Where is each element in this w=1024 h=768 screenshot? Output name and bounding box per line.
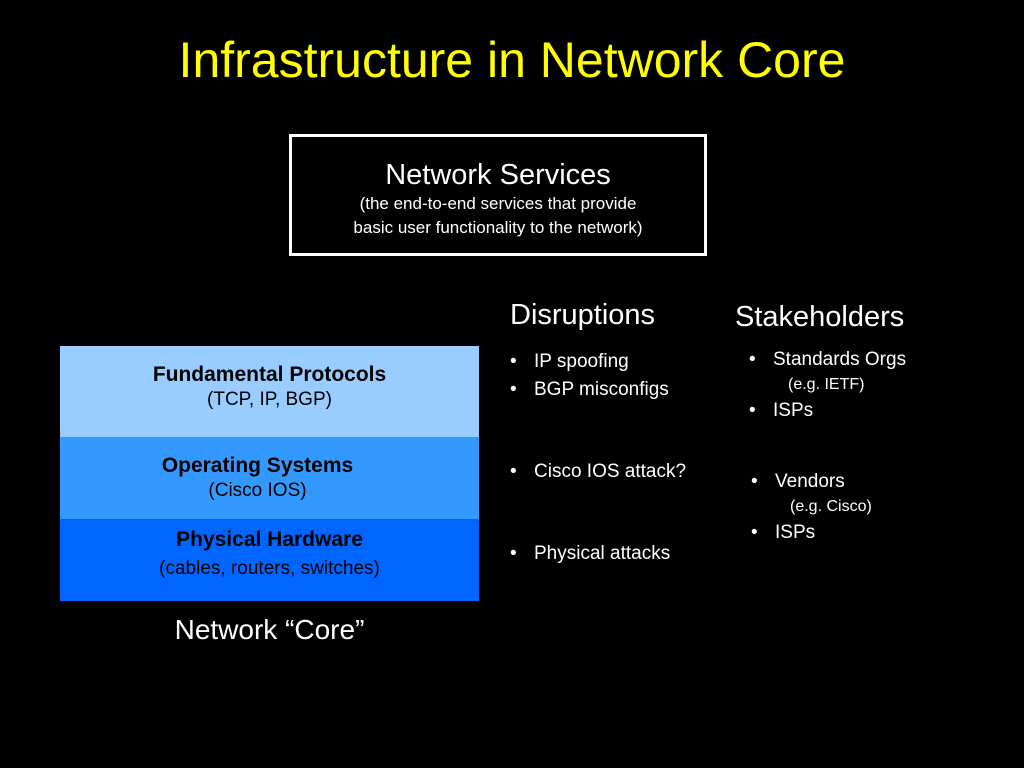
stakeholder-note: (e.g. Cisco)	[790, 498, 872, 515]
bullet-icon: •	[510, 543, 517, 564]
bullet-icon: •	[749, 349, 756, 370]
layer-name: Fundamental Protocols	[152, 363, 387, 386]
layer-detail: (cables, routers, switches)	[159, 558, 380, 579]
bullet-icon: •	[510, 379, 517, 400]
layer-name: Physical Hardware	[176, 528, 363, 551]
stakeholders-heading: Stakeholders	[735, 301, 905, 333]
network-services-desc-line2: basic user functionality to the network)	[353, 218, 643, 237]
bullet-icon: •	[751, 471, 758, 492]
network-core-label: Network “Core”	[174, 614, 365, 645]
disruption-item: •IP spoofing	[510, 351, 629, 372]
stakeholder-item: •Vendors	[751, 471, 845, 492]
bullet-icon: •	[751, 522, 758, 543]
network-services-box: Network Services (the end-to-end service…	[289, 134, 707, 256]
slide-title: Infrastructure in Network Core	[178, 32, 846, 88]
network-core-stack: Fundamental Protocols (TCP, IP, BGP) Ope…	[60, 346, 479, 601]
disruption-item: •Physical attacks	[510, 543, 671, 564]
bullet-icon: •	[510, 351, 517, 372]
disruption-item: •BGP misconfigs	[510, 379, 669, 400]
stakeholder-item: •Standards Orgs	[749, 349, 907, 370]
disruptions-heading: Disruptions	[510, 299, 656, 331]
layer-detail: (TCP, IP, BGP)	[207, 389, 332, 410]
bullet-icon: •	[749, 400, 756, 421]
disruption-item: •Cisco IOS attack?	[510, 461, 687, 482]
layer-fundamental-protocols: Fundamental Protocols (TCP, IP, BGP)	[60, 346, 479, 437]
layer-operating-systems: Operating Systems (Cisco IOS)	[60, 437, 479, 519]
network-services-title: Network Services	[385, 159, 611, 191]
layer-name: Operating Systems	[161, 454, 354, 477]
network-services-desc-line1: (the end-to-end services that provide	[359, 194, 637, 213]
stakeholder-item: •ISPs	[749, 400, 814, 421]
stakeholder-note: (e.g. IETF)	[788, 376, 865, 393]
bullet-icon: •	[510, 461, 517, 482]
layer-detail: (Cisco IOS)	[208, 480, 307, 501]
stakeholder-item: •ISPs	[751, 522, 816, 543]
layer-physical-hardware: Physical Hardware (cables, routers, swit…	[60, 519, 479, 601]
